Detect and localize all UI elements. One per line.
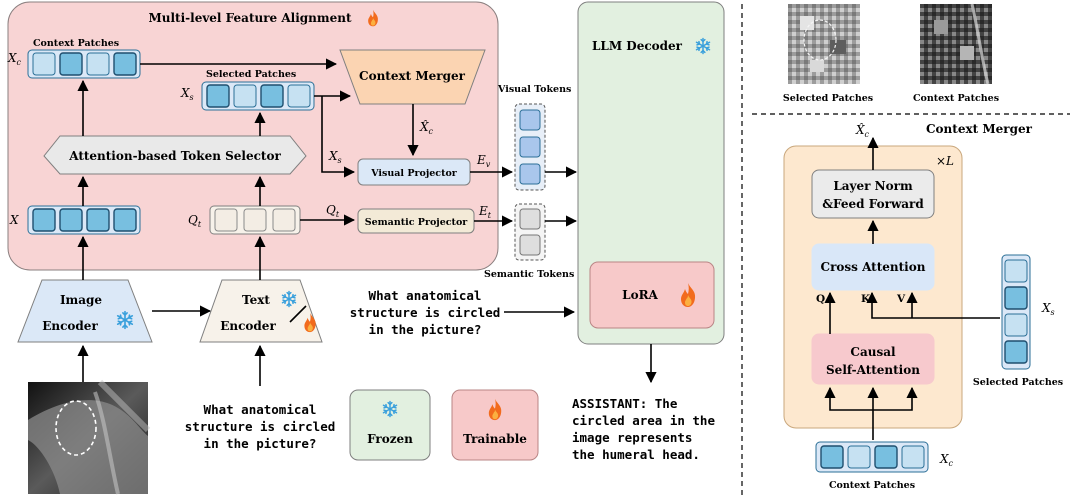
question-bottom-line3: in the picture?: [204, 436, 317, 451]
question-bottom-line2: structure is circled: [185, 419, 336, 434]
image-encoder-line1: Image: [60, 293, 102, 307]
llm-decoder-label: LLM Decoder: [592, 39, 683, 53]
question-right-line3: in the picture?: [369, 322, 482, 337]
layer-norm-line1: Layer Norm: [833, 179, 913, 193]
legend-frozen-label: Frozen: [367, 432, 413, 446]
selected-patches-thumb: [788, 4, 860, 84]
ev-label: Ev: [476, 153, 491, 169]
causal-line1: Causal: [850, 345, 896, 359]
cm-times-l: ×L: [936, 154, 954, 168]
image-encoder-line2: Encoder: [42, 319, 98, 333]
semantic-tokens: [514, 203, 546, 261]
question-right-line1: What anatomical: [369, 288, 482, 303]
semantic-projector-label: Semantic Projector: [365, 217, 469, 228]
legend-frozen-box: [349, 389, 431, 461]
right-xc-label: Xc: [939, 452, 954, 468]
lora-label: LoRA: [622, 288, 658, 302]
legend-trainable-label: Trainable: [463, 432, 527, 446]
cross-attention-label: Cross Attention: [821, 260, 926, 274]
qt-math-label: Qt: [188, 213, 202, 229]
context-patches-bottom-label: Context Patches: [829, 480, 915, 491]
lora-box: [589, 261, 715, 329]
visual-projector-label: Visual Projector: [370, 168, 458, 179]
selected-patches-thumb-label: Selected Patches: [783, 93, 873, 104]
text-encoder-slash: [289, 305, 307, 323]
token-selector-box: [43, 135, 307, 175]
k-label: K: [861, 293, 871, 305]
context-patches-thumb: [920, 3, 992, 85]
xc-hat-label: X̂c: [419, 119, 434, 136]
answer-line1: ASSISTANT: The: [572, 396, 678, 411]
layer-norm-line2: &Feed Forward: [822, 197, 924, 211]
xs-arrow-label: Xs: [328, 149, 342, 165]
cm-title: Context Merger: [926, 122, 1033, 136]
text-encoder-box: [199, 279, 323, 343]
visual-tokens-label: Visual Tokens: [497, 84, 571, 95]
visual-tokens: [514, 103, 546, 191]
x-math-label: X: [9, 213, 19, 227]
qt-arrow-label: Qt: [326, 203, 340, 219]
answer-line3: image represents: [572, 430, 692, 445]
selected-patches-top: [201, 81, 315, 111]
causal-line2: Self-Attention: [826, 363, 920, 377]
text-encoder-line1: Text: [242, 293, 270, 307]
legend-trainable-box: [451, 389, 539, 461]
context-patches-top: [27, 49, 141, 79]
image-encoder-box: [17, 279, 153, 343]
et-label: Et: [478, 204, 492, 220]
right-xs-label: Xs: [1041, 301, 1055, 317]
question-right-line2: structure is circled: [350, 305, 501, 320]
context-merger-box: [339, 49, 486, 105]
selected-patches-bottom-label: Selected Patches: [973, 377, 1063, 388]
selected-patches-label: Selected Patches: [206, 69, 296, 80]
context-patches-thumb-label: Context Patches: [913, 93, 999, 104]
q-label: Q: [816, 293, 825, 305]
text-feature-patches: [209, 205, 301, 235]
token-selector-label: Attention-based Token Selector: [68, 149, 281, 163]
v-label: V: [896, 293, 906, 305]
xs-math-label: Xs: [180, 86, 194, 102]
xc-math-label: Xc: [7, 51, 22, 67]
mfa-title: Multi-level Feature Alignment: [148, 11, 351, 25]
semantic-tokens-label: Semantic Tokens: [484, 269, 574, 280]
context-patches-label: Context Patches: [33, 38, 119, 49]
cm-xc-hat-label: X̂c: [855, 122, 870, 139]
xray-image: [28, 379, 151, 495]
causal-attention-box: [811, 333, 935, 385]
context-patches-bottom-row: [815, 441, 929, 473]
context-merger-label: Context Merger: [359, 69, 466, 83]
question-bottom-line1: What anatomical: [204, 402, 317, 417]
text-encoder-line2: Encoder: [220, 319, 276, 333]
selected-patches-column: [1001, 254, 1031, 370]
image-feature-patches: [27, 205, 141, 235]
answer-line4: the humeral head.: [572, 447, 700, 462]
answer-line2: circled area in the: [572, 413, 715, 428]
